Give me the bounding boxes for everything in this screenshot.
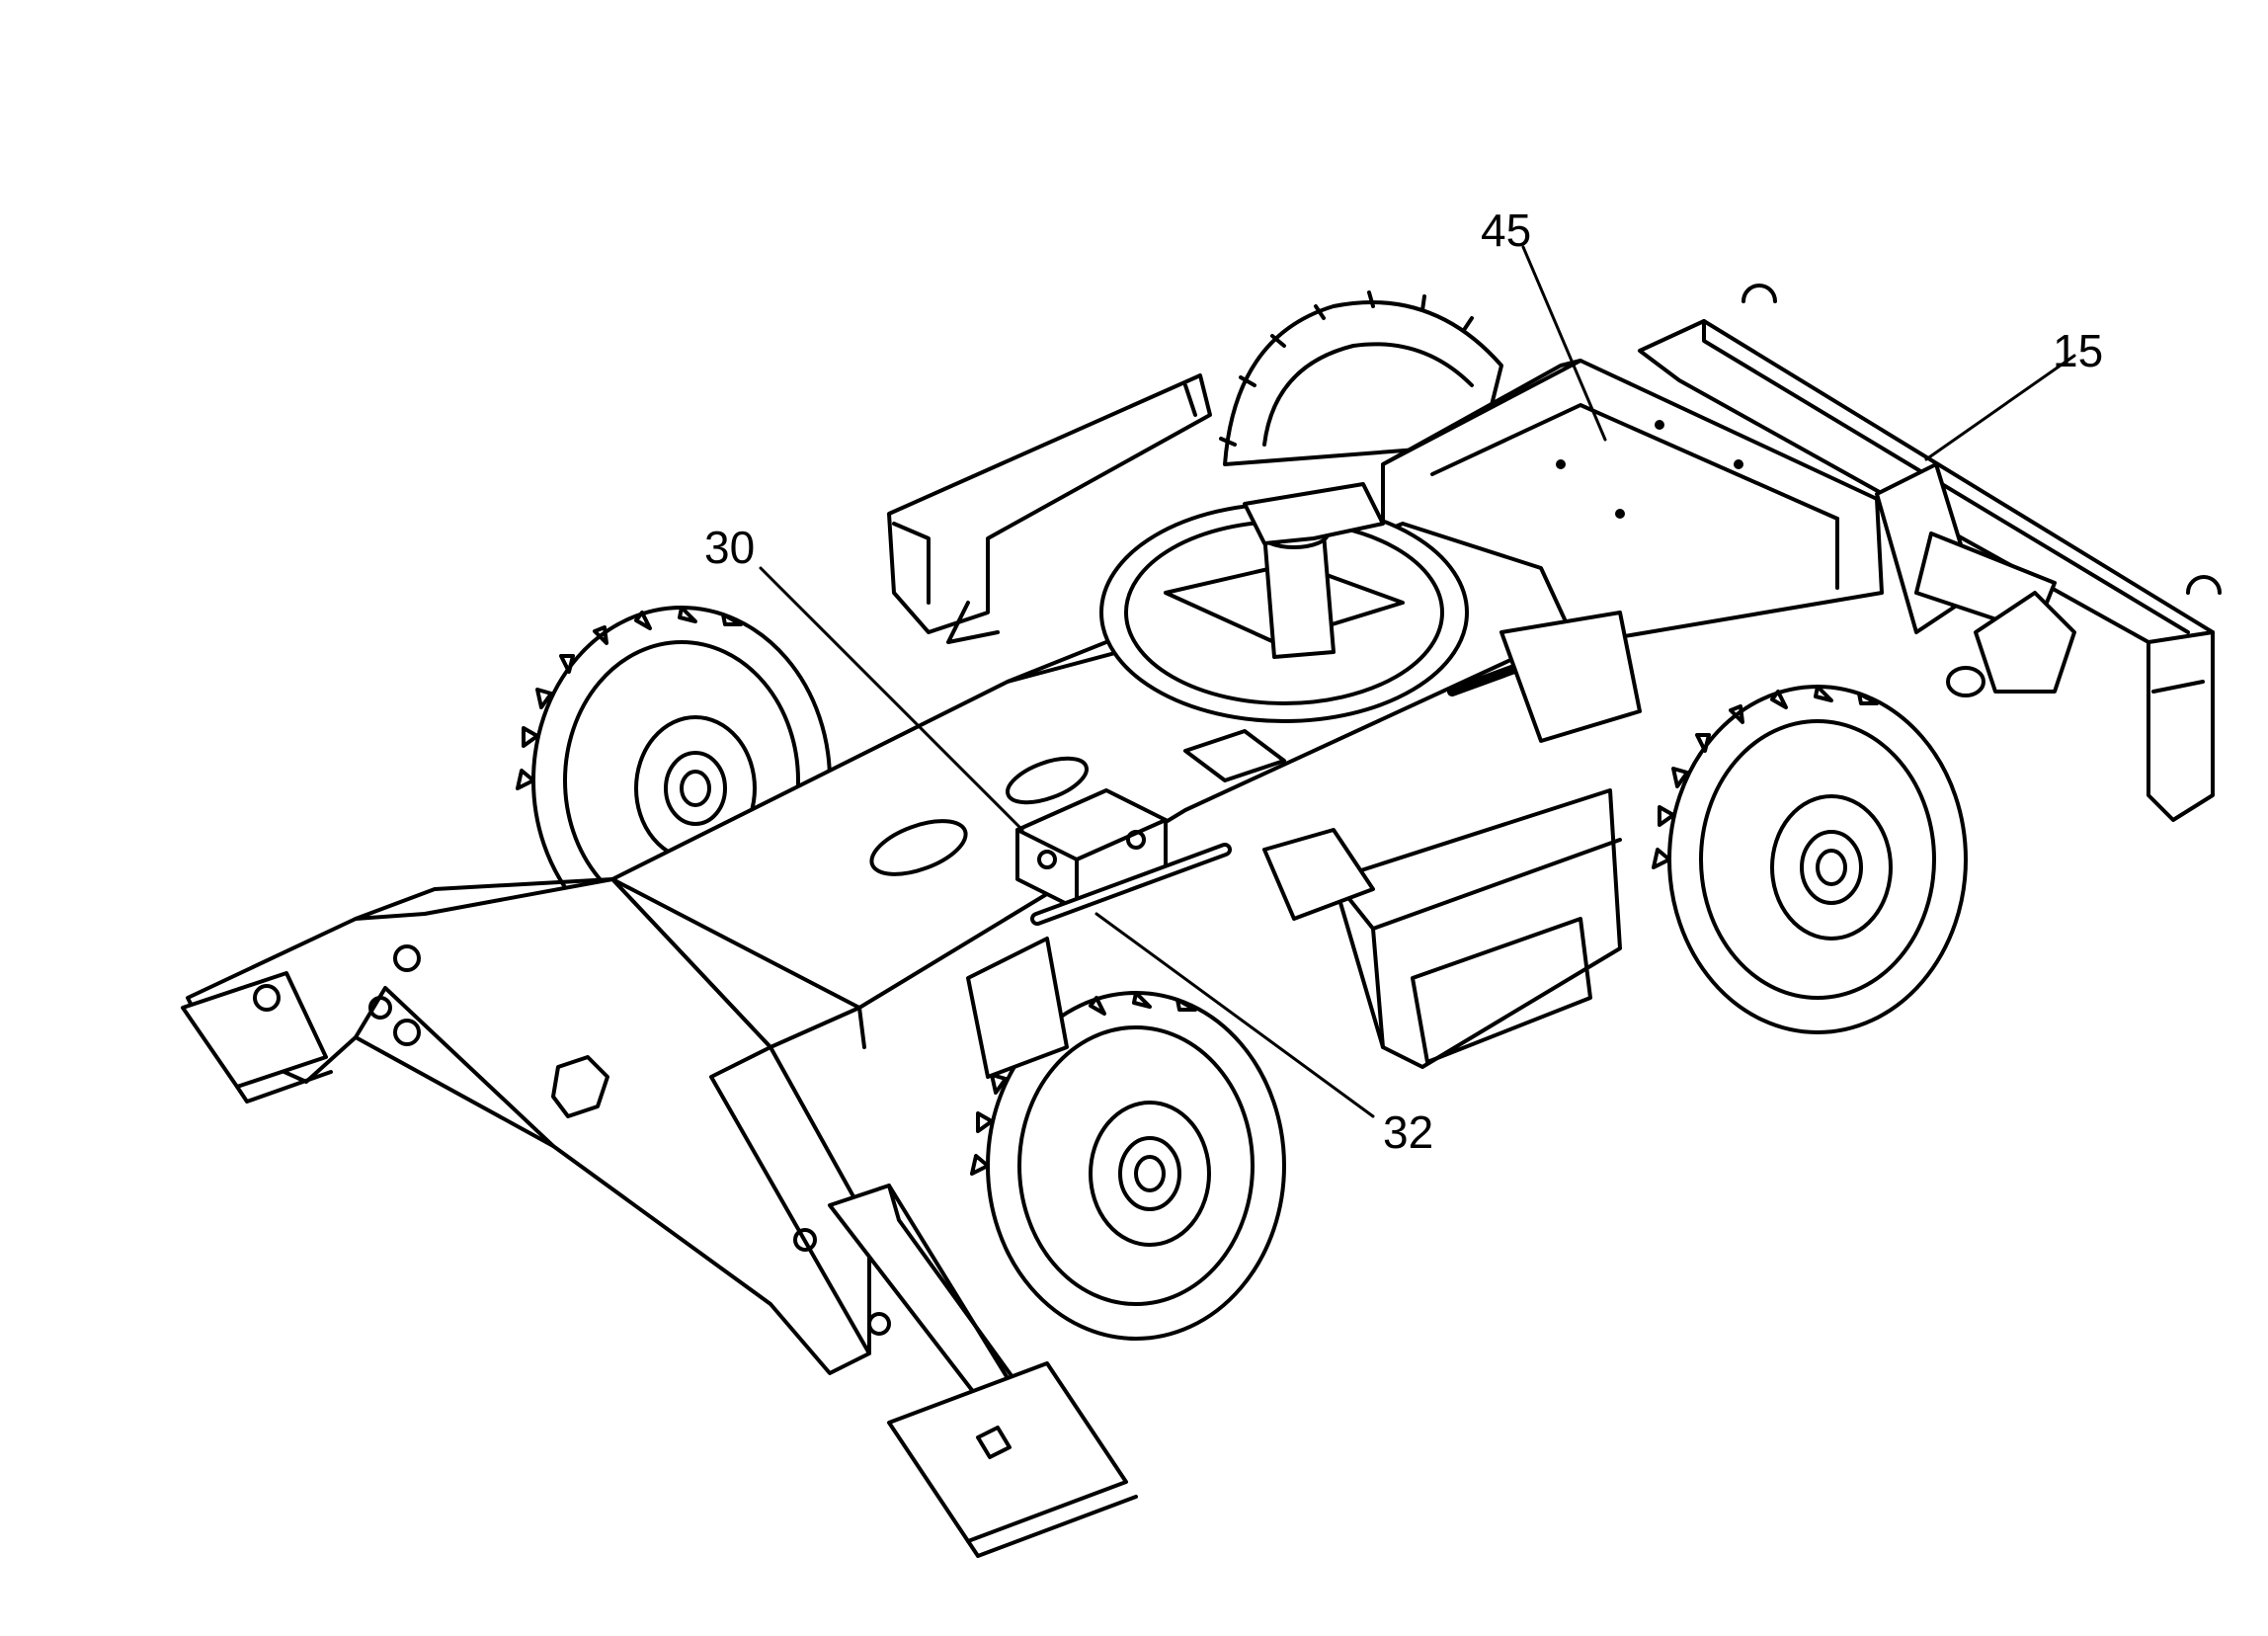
dozer-blade: [1638, 284, 2222, 822]
leader-line-15: [1924, 354, 2076, 461]
steering-cylinder: [966, 843, 1232, 1079]
rear-right-tire-back: [1219, 290, 1503, 466]
callout-label-32: 32: [1383, 1106, 1434, 1158]
leader-lines: [759, 245, 2076, 1118]
front-left-foot-pad: [181, 971, 333, 1104]
leader-line-30: [759, 566, 1024, 832]
callout-label-15: 15: [2053, 325, 2104, 376]
front-stabilizer-leg: [828, 1184, 1138, 1558]
rear-axle-shaft: [1447, 611, 1642, 743]
callout-label-30: 30: [704, 522, 756, 573]
front-boom-arm: [186, 877, 891, 1375]
leader-line-45: [1521, 245, 1607, 442]
leader-line-32: [1094, 912, 1375, 1118]
front-outrigger-box: [1262, 788, 1622, 1069]
callout-label-45: 45: [1481, 204, 1532, 256]
rear-outrigger-beam: [887, 373, 1212, 644]
front-right-tire: [1652, 685, 1968, 1034]
swing-ring: [1099, 482, 1469, 782]
